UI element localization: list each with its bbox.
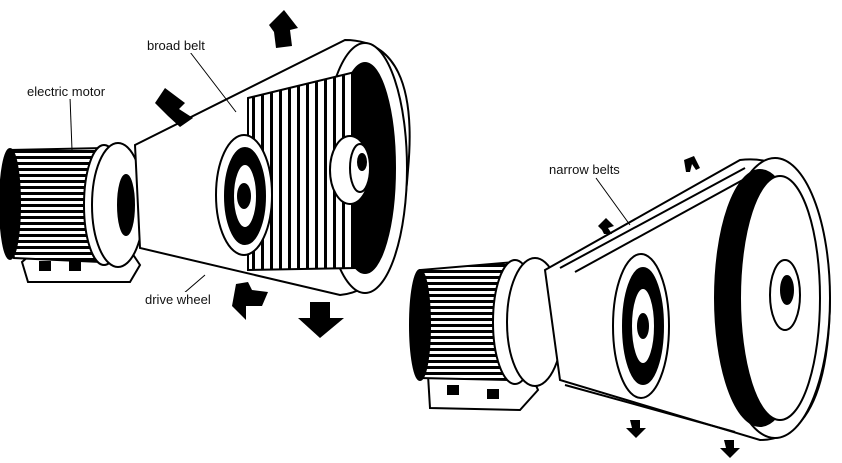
motion-arrow-icon: [598, 156, 740, 458]
broad-belt-drive: [0, 38, 411, 297]
label-narrow-belts: narrow belts: [548, 162, 621, 177]
label-electric-motor: electric motor: [26, 84, 107, 99]
narrow-belts-drive: [409, 157, 832, 442]
label-broad-belt: broad belt: [146, 38, 206, 53]
motion-arrow-icon: [155, 10, 344, 338]
label-drive-wheel: drive wheel: [144, 292, 212, 307]
